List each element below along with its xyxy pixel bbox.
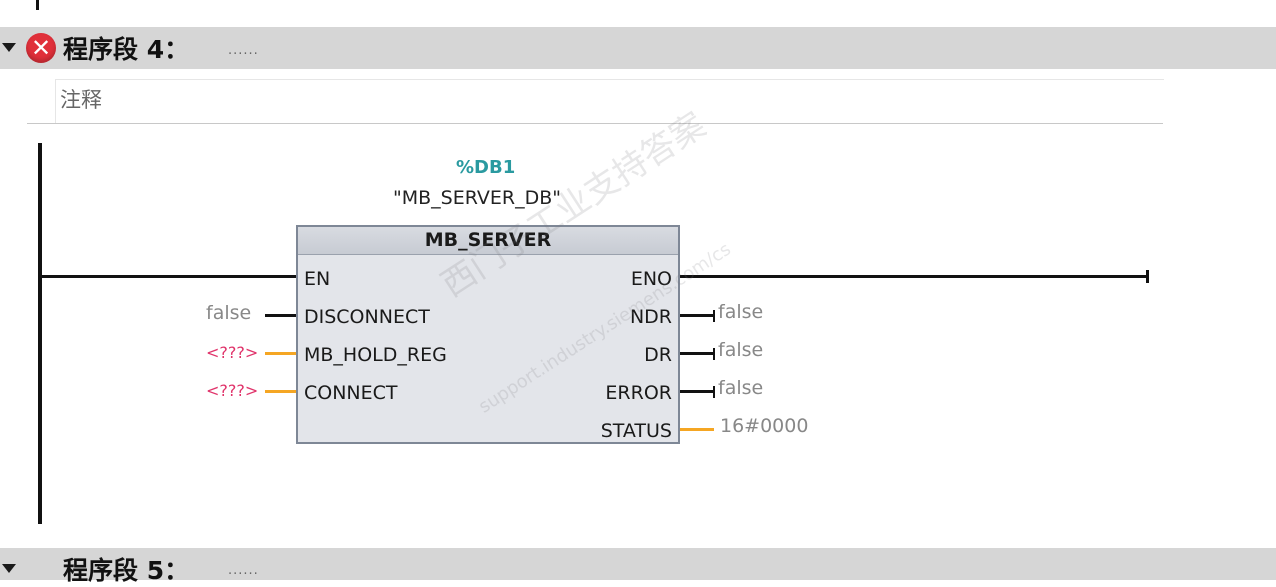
previous-rail-end [36,0,39,10]
segment-title-dots[interactable]: ...... [228,563,259,578]
instance-db-name[interactable]: "MB_SERVER_DB" [393,187,562,209]
disconnect-wire [265,314,296,317]
dr-value[interactable]: false [718,339,764,361]
pin-eno[interactable]: ENO [630,268,672,290]
pin-status[interactable]: STATUS [600,420,672,442]
error-wire [680,390,714,393]
pin-error[interactable]: ERROR [605,382,672,404]
error-wire-end [713,386,715,398]
status-value[interactable]: 16#0000 [720,415,809,437]
db-address[interactable]: %DB1 [456,157,516,178]
segment-4-header[interactable]: ✕ 程序段 4： ...... [0,27,1276,69]
pin-mb-hold-reg[interactable]: MB_HOLD_REG [304,344,447,366]
pin-connect[interactable]: CONNECT [304,382,398,404]
dr-wire-end [713,348,715,360]
segment-title: 程序段 4： [63,35,190,64]
segment-title-dots[interactable]: ...... [228,43,259,58]
segment-comment-field[interactable]: 注释 [55,79,1164,124]
segment-5-header[interactable]: 程序段 5： ...... [0,548,1276,585]
connect-wire [265,390,296,393]
ndr-wire [680,314,714,317]
ndr-value[interactable]: false [718,301,764,323]
collapse-caret-icon[interactable] [2,564,16,573]
ndr-wire-end [713,310,715,322]
comment-placeholder: 注释 [60,88,102,112]
collapse-caret-icon[interactable] [2,43,16,52]
eno-wire[interactable] [680,275,1148,278]
pin-disconnect[interactable]: DISCONNECT [304,306,430,328]
mb-hold-reg-wire [265,352,296,355]
block-type-title: MB_SERVER [298,227,678,255]
mb-hold-reg-value[interactable]: <???> [206,343,259,362]
power-rail [38,143,42,524]
comment-divider [27,123,1163,124]
pin-en[interactable]: EN [304,268,331,290]
pin-ndr[interactable]: NDR [629,306,672,328]
dr-wire [680,352,714,355]
en-wire[interactable] [40,275,296,278]
pin-dr[interactable]: DR [644,344,672,366]
status-wire [680,428,714,431]
segment-title: 程序段 5： [63,556,190,585]
eno-wire-end [1146,270,1149,283]
connect-value[interactable]: <???> [206,381,259,400]
error-icon: ✕ [26,33,56,63]
error-value[interactable]: false [718,377,764,399]
mb-server-block[interactable]: MB_SERVER EN DISCONNECT MB_HOLD_REG CONN… [296,225,680,444]
disconnect-value[interactable]: false [206,302,252,324]
